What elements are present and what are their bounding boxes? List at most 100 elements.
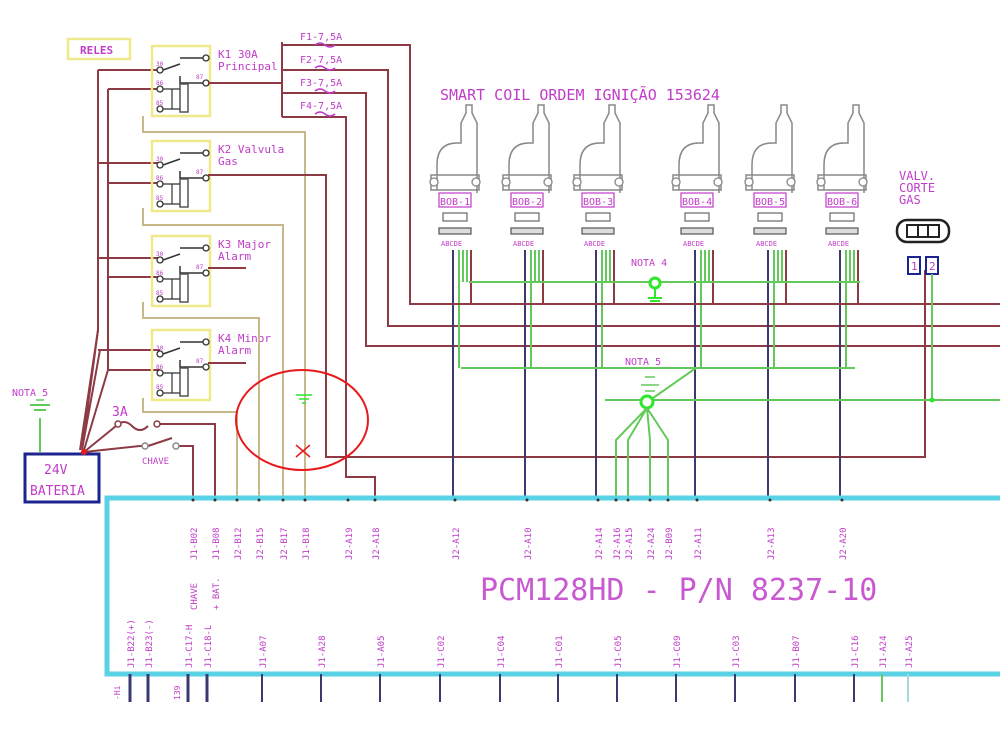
valve-label-2: CORTE (899, 181, 935, 195)
pin-label: J1-A07 (259, 635, 269, 668)
nota5-left-label: NOTA 5 (12, 388, 48, 399)
battery-box (23, 452, 101, 504)
relay-control-wires (142, 116, 306, 500)
relay-pin-86: 86 (156, 364, 164, 371)
coil-bus-wires (420, 281, 1000, 401)
valve-pin-1: 1 (911, 260, 918, 273)
relay-label: K3 Major (218, 238, 271, 251)
coils-group: BOB-1ABCDEBOB-2ABCDEBOB-3ABCDEBOB-4ABCDE… (429, 104, 868, 500)
pin-label: J2-A19 (345, 527, 355, 560)
pin-label: J1-A24 (879, 635, 889, 668)
coil-pins-label: ABCDE (441, 240, 462, 248)
relay-pin-30: 30 (156, 345, 164, 352)
x-mark-icon (295, 444, 311, 458)
pin-label: J1-C01 (555, 635, 565, 668)
relay-pin-85: 85 (156, 290, 164, 297)
pin-label: J2-A14 (595, 527, 605, 560)
pcm-pin-j2-a24: J2-A24 (647, 498, 657, 560)
pin-label: J2-B15 (256, 527, 266, 560)
pcm-pin-j1c16: J1-C16 (851, 635, 861, 702)
pin-prefix: CHAVE (190, 583, 200, 610)
pin-label: J1-C02 (437, 635, 447, 668)
pcm-pin-j1c04: J1-C04 (497, 635, 507, 702)
pcm-pin-j1c02: J1-C02 (437, 635, 447, 702)
valve-pin-2: 2 (929, 260, 936, 273)
fuse-3: F3-7,5A (300, 78, 342, 94)
relay-desc: Gas (218, 155, 238, 168)
pin-label: J1-A28 (318, 635, 328, 668)
fuse-3a-label: 3A (112, 405, 128, 420)
fuse-label: F4-7,5A (300, 101, 342, 112)
relay-pin-85: 85 (156, 384, 164, 391)
side-label: -Hi (113, 685, 122, 700)
pcm-pin-j2-a14: J2-A14 (595, 498, 605, 560)
fuse-4: F4-7,5A (300, 101, 342, 117)
reles-title-box: RELES (66, 37, 132, 61)
pcm-pin-j2-a19: J2-A19 (345, 498, 355, 560)
pcm-title: PCM128HD - P/N 8237-10 (480, 573, 877, 608)
coil-label: BOB-3 (583, 197, 613, 208)
pcm-pin-j1b22: J1-B22(+) (127, 619, 137, 702)
fuse-1: F1-7,5A (300, 32, 342, 48)
fuse-symbol-icon (314, 42, 336, 48)
pcm-pin-j1c03: J1-C03 (732, 635, 742, 702)
relay-pin-87: 87 (196, 264, 204, 271)
pcm-pin-j1-b18: J1-B18 (302, 498, 312, 560)
relay-pin-86: 86 (156, 175, 164, 182)
pcm-pin-j1c09: J1-C09 (673, 635, 683, 702)
coil-pins-label: ABCDE (513, 240, 534, 248)
pin-label: J2-B17 (280, 527, 290, 560)
pin-label: J2-A15 (625, 527, 635, 560)
nota5-ground-node: NOTA 5 (615, 357, 697, 500)
pin-label: J2-B09 (665, 527, 675, 560)
pin-label: J1-C17-H (185, 625, 195, 668)
valve-label-3: GAS (899, 193, 921, 207)
pin-label: J2-A20 (839, 527, 849, 560)
pcm-pin-j2-a16: J2-A16 (613, 498, 623, 560)
relay-pin-30: 30 (156, 61, 164, 68)
relay-pin-87: 87 (196, 169, 204, 176)
pcm-module: PCM128HD - P/N 8237-10 (104, 495, 1000, 677)
pin-label: J1-B08 (212, 527, 222, 560)
pcm-pin-j1a28: J1-A28 (318, 635, 328, 702)
pin-label: J1-C05 (614, 635, 624, 668)
pin-prefix: + BAT. (212, 577, 222, 610)
pin-label: J2-A18 (372, 527, 382, 560)
pcm-pin-j2-b09: J2-B09 (665, 498, 675, 560)
relay-pin-86: 86 (156, 270, 164, 277)
relay-pin-86: 86 (156, 80, 164, 87)
pcm-pin-j2-a18: J2-A18 (372, 498, 382, 560)
coil-label: BOB-6 (827, 197, 857, 208)
pin-label: J2-A11 (694, 527, 704, 560)
relay-desc: Alarm (218, 344, 251, 357)
fuse-symbol-icon (314, 88, 336, 94)
switch-label: CHAVE (142, 457, 169, 467)
pcm-pin-j1a05: J1-A05 (377, 635, 387, 702)
coil-label: BOB-1 (440, 197, 470, 208)
relay-pin-85: 85 (156, 100, 164, 107)
coil-pins-label: ABCDE (756, 240, 777, 248)
relay-desc: Alarm (218, 250, 251, 263)
reles-title: RELES (80, 44, 113, 57)
pcm-pin-j2-a13: J2-A13 (767, 498, 777, 560)
pcm-pin-j1c05: J1-C05 (614, 635, 624, 702)
relay-label: K1 30A (218, 48, 258, 61)
red-highlight-circle (235, 369, 369, 471)
pin-label: J1-B22(+) (127, 619, 137, 668)
pin-label: J2-A13 (767, 527, 777, 560)
pcm-pin-j2-b15: J2-B15 (256, 498, 266, 560)
valve-label-1: VALV. (899, 169, 935, 183)
pcm-pin-j1b23: J1-B23(-) (145, 619, 155, 702)
pcm-pin-j2-a12: J2-A12 (452, 498, 462, 560)
relay-feed-wires (79, 69, 160, 451)
